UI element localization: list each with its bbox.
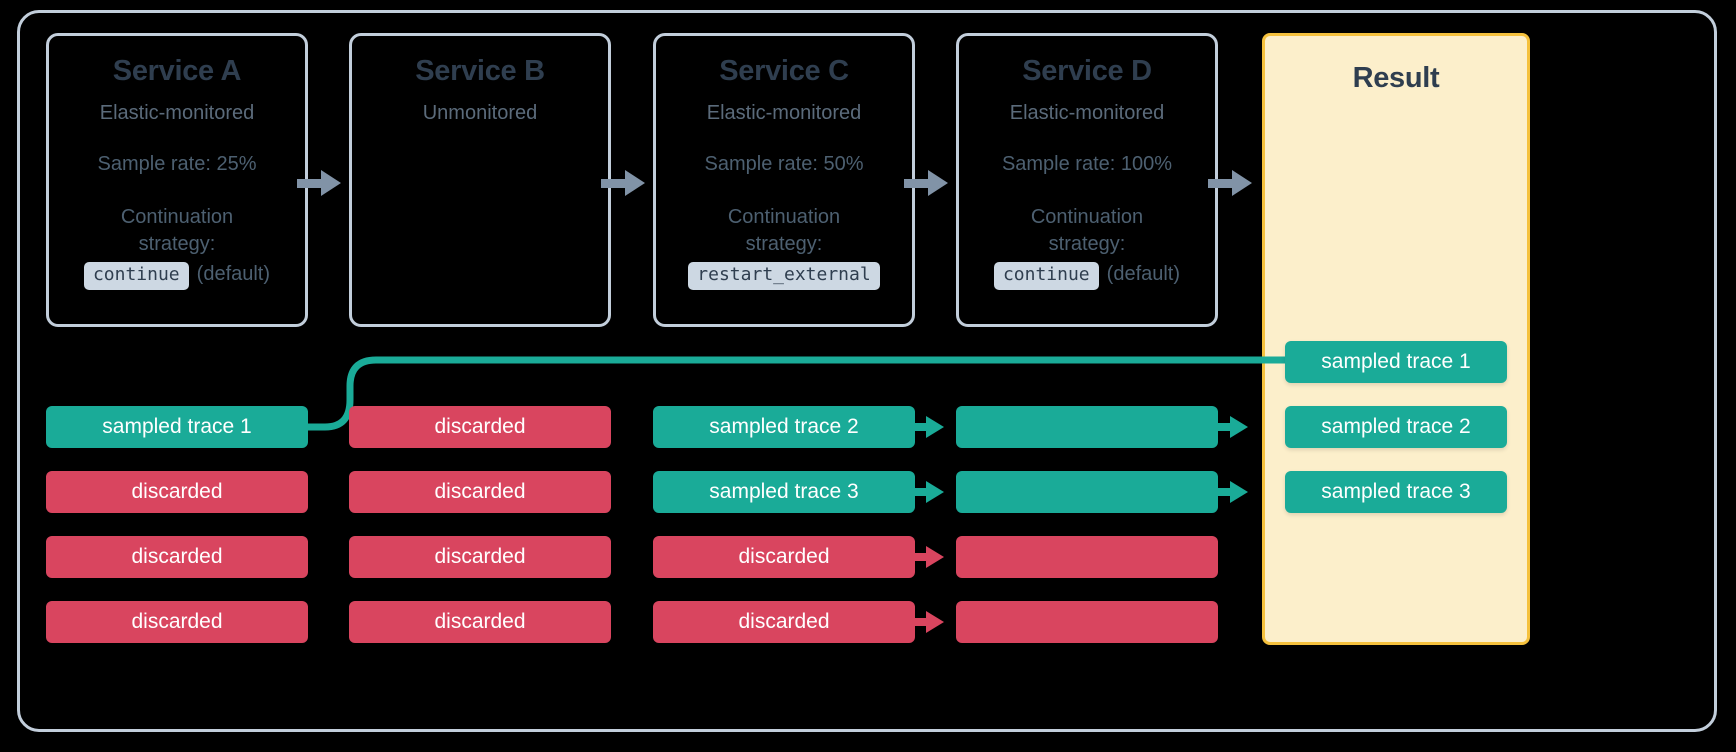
service-a-strategy-line: continue (default): [83, 261, 271, 290]
trace-box: discarded: [349, 406, 611, 448]
trace-box: discarded: [46, 471, 308, 513]
service-card-c: Service C Elastic-monitored Sample rate:…: [653, 33, 915, 327]
trace-box: discarded: [46, 601, 308, 643]
service-c-strategy-line: restart_external: [688, 261, 880, 290]
trace-box: discarded: [349, 536, 611, 578]
trace-box: sampled trace 3: [653, 471, 915, 513]
service-b-monitoring: Unmonitored: [422, 101, 538, 124]
service-d-strategy-note: (default): [1106, 262, 1181, 285]
trace-arrow-d-to-result-icon: [1209, 416, 1249, 438]
flow-arrow-d-to-result-icon: [1208, 170, 1252, 196]
trace-box: discarded: [46, 536, 308, 578]
trace-arrow-c-to-d-icon: [905, 416, 945, 438]
trace-box: sampled trace 2: [653, 406, 915, 448]
trace-box: discarded: [349, 471, 611, 513]
result-title: Result: [1352, 62, 1440, 94]
trace-box: discarded: [349, 601, 611, 643]
service-d-title: Service D: [1022, 55, 1152, 87]
service-c-title: Service C: [719, 55, 849, 87]
trace-box: [956, 406, 1218, 448]
flow-arrow-c-to-d-icon: [904, 170, 948, 196]
service-d-strategy-line: continue (default): [993, 261, 1181, 290]
trace-arrow-c-to-d-icon: [905, 481, 945, 503]
service-c-monitoring: Elastic-monitored: [706, 101, 862, 124]
service-c-strategy-label: Continuation strategy:: [727, 205, 841, 255]
service-a-title: Service A: [112, 55, 242, 87]
trace-box: discarded: [653, 536, 915, 578]
diagram-outer-frame: [17, 10, 1717, 732]
trace-box: discarded: [653, 601, 915, 643]
service-b-title: Service B: [415, 55, 545, 87]
trace-arrow-d-to-result-icon: [1209, 481, 1249, 503]
result-panel: [1262, 33, 1530, 645]
service-d-strategy-label: Continuation strategy:: [1030, 205, 1144, 255]
result-trace-box: sampled trace 1: [1285, 341, 1507, 383]
service-d-monitoring: Elastic-monitored: [1009, 101, 1165, 124]
service-c-sample-rate: Sample rate: 50%: [704, 152, 864, 175]
result-trace-box: sampled trace 2: [1285, 406, 1507, 448]
result-trace-box: sampled trace 3: [1285, 471, 1507, 513]
service-a-strategy-note: (default): [196, 262, 271, 285]
services-row: Service A Elastic-monitored Sample rate:…: [0, 0, 1736, 370]
trace-box: [956, 601, 1218, 643]
trace-box: [956, 471, 1218, 513]
flow-arrow-b-to-c-icon: [601, 170, 645, 196]
service-d-sample-rate: Sample rate: 100%: [1001, 152, 1173, 175]
trace-arrow-c-to-d-icon: [905, 611, 945, 633]
service-a-strategy-label: Continuation strategy:: [120, 205, 234, 255]
trace-box: [956, 536, 1218, 578]
service-a-strategy-value: continue: [83, 261, 189, 290]
service-card-b: Service B Unmonitored: [349, 33, 611, 327]
service-d-strategy-value: continue: [993, 261, 1099, 290]
service-card-a: Service A Elastic-monitored Sample rate:…: [46, 33, 308, 327]
trace-box: sampled trace 1: [46, 406, 308, 448]
flow-arrow-a-to-b-icon: [297, 170, 341, 196]
service-a-monitoring: Elastic-monitored: [99, 101, 255, 124]
service-c-strategy-value: restart_external: [688, 261, 880, 290]
trace-arrow-c-to-d-icon: [905, 546, 945, 568]
service-a-sample-rate: Sample rate: 25%: [97, 152, 257, 175]
